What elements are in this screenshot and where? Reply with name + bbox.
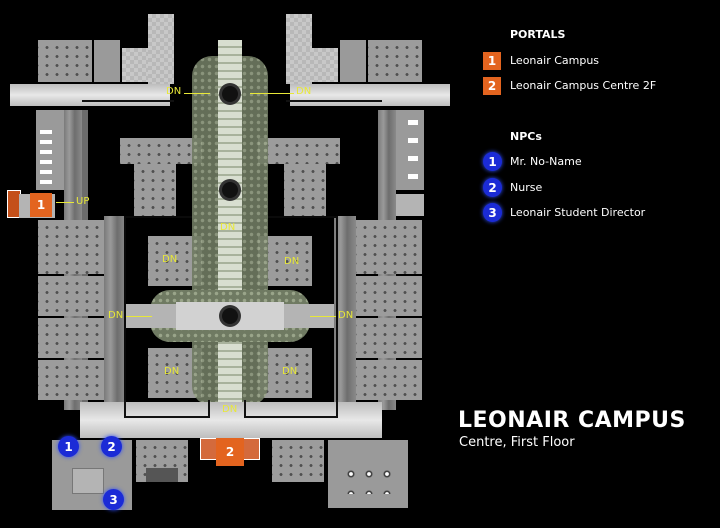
npcs-heading: NPCs [510, 130, 542, 143]
room-top-left-d [148, 14, 174, 84]
inner-frame-top-right [286, 100, 382, 102]
bottom-room-right [272, 440, 324, 482]
pillar-grid [342, 464, 394, 494]
atrium-pillar-top [222, 86, 238, 102]
npc-3-label: Leonair Student Director [510, 206, 646, 219]
arrow-icon [56, 202, 74, 203]
inner-room-right-stem [284, 164, 326, 218]
inner-frame-top-left [82, 100, 174, 102]
npc-1-icon: 1 [483, 152, 502, 171]
top-hallway-right [290, 84, 450, 106]
room-top-right-a [368, 40, 422, 82]
inner-room-left [120, 138, 202, 164]
infirmary-desk [72, 468, 104, 494]
bottom-inner-frame-right [244, 400, 338, 418]
npc-2-marker[interactable]: 2 [101, 436, 122, 457]
classroom-right-3 [356, 318, 422, 358]
classroom-right-1 [356, 220, 422, 274]
portal-1-label: Leonair Campus [510, 54, 600, 67]
atrium-pillar-middle [222, 182, 238, 198]
stairs-down-center-bottom: DN [222, 404, 238, 415]
npc-1-marker[interactable]: 1 [58, 436, 79, 457]
room-top-right-c [286, 48, 338, 82]
atrium-pillar-center [222, 308, 238, 324]
npc-2-icon: 2 [483, 178, 502, 197]
portals-heading: PORTALS [510, 28, 566, 41]
room-top-left-b [94, 40, 120, 82]
stairs-down-top-right: DN [296, 86, 312, 97]
stairs-down-ne: DN [284, 256, 300, 267]
arrow-icon [126, 316, 152, 317]
classroom-left-4 [38, 360, 104, 400]
portal-2-marker[interactable]: 2 [216, 438, 244, 466]
npc-1-label: Mr. No-Name [510, 155, 582, 168]
bottom-hallway [80, 402, 382, 438]
stairs-down-se: DN [282, 366, 298, 377]
npc-3-icon: 3 [483, 203, 502, 222]
campus-map: DN DN UP DN DN DN DN DN DN DN DN 1 2 1 2… [7, 14, 450, 510]
arrow-icon [184, 93, 210, 94]
portal-2-icon: 2 [483, 77, 501, 95]
room-top-right-b [340, 40, 366, 82]
left-wing-windows [40, 130, 52, 186]
arrow-icon [250, 93, 294, 94]
portal-1-marker[interactable]: 1 [30, 193, 52, 217]
portal-1-icon: 1 [483, 52, 501, 70]
inner-room-right [258, 138, 340, 164]
arrow-icon [310, 316, 336, 317]
classroom-left-3 [38, 318, 104, 358]
stairs-down-top-left: DN [166, 86, 182, 97]
stairs-down-east: DN [338, 310, 354, 321]
stairs-down-sw: DN [164, 366, 180, 377]
classroom-right-4 [356, 360, 422, 400]
stairs-down-nw: DN [162, 254, 178, 265]
npc-3-marker[interactable]: 3 [103, 489, 124, 510]
bottom-room-left-inner [146, 468, 178, 482]
classroom-right-2 [356, 276, 422, 316]
map-subtitle: Centre, First Floor [459, 435, 575, 450]
stairs-down-center-top: DN [220, 222, 236, 233]
right-stub [396, 194, 424, 216]
central-walkway [218, 40, 242, 420]
top-hallway [10, 84, 170, 106]
portal-2-label: Leonair Campus Centre 2F [510, 79, 657, 92]
npc-2-label: Nurse [510, 181, 543, 194]
room-top-left-a [38, 40, 92, 82]
right-inner-corridor [334, 216, 356, 406]
stairs-up-left[interactable]: UP [76, 196, 90, 207]
inner-room-left-stem [134, 164, 176, 218]
classroom-left-2 [38, 276, 104, 316]
stairs-down-west: DN [108, 310, 124, 321]
right-wing-windows [408, 120, 418, 186]
classroom-left-1 [38, 220, 104, 274]
left-inner-corridor [104, 216, 126, 406]
bottom-inner-frame-left [124, 400, 210, 418]
map-title: LEONAIR CAMPUS [458, 408, 686, 433]
